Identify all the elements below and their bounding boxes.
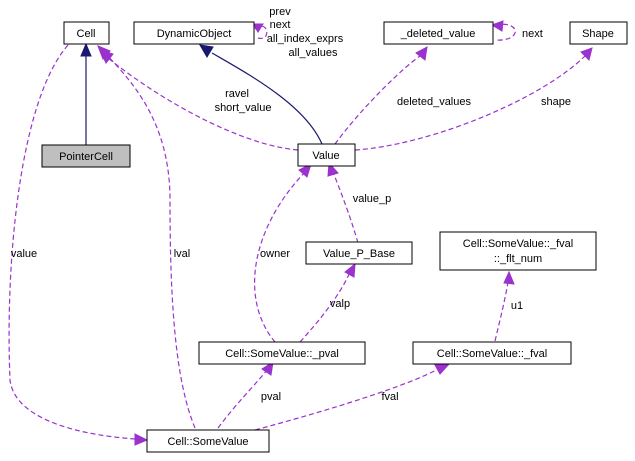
label-shape: shape bbox=[541, 96, 571, 108]
label-self-deleted-next: next bbox=[522, 28, 543, 40]
node-some-value[interactable]: Cell::SomeValue bbox=[146, 429, 270, 453]
arrowhead-shape bbox=[580, 47, 593, 61]
node-value-p-base[interactable]: Value_P_Base bbox=[305, 241, 413, 265]
label-lval: lval bbox=[174, 248, 191, 260]
node-some-value-label: Cell::SomeValue bbox=[167, 436, 248, 448]
label-self-dynobj-next: next bbox=[270, 19, 291, 31]
edge-value-deleted bbox=[334, 55, 421, 145]
label-fval: fval bbox=[381, 391, 398, 403]
node-value-p-base-label: Value_P_Base bbox=[323, 248, 395, 260]
node-pointer-cell-label: PointerCell bbox=[59, 151, 113, 163]
node-shape-label: Shape bbox=[582, 28, 614, 40]
node-fval-flt-num[interactable]: Cell::SomeValue::_fval ::_flt_num bbox=[439, 231, 597, 271]
label-pval: pval bbox=[261, 391, 281, 403]
arrowhead-deleted-self bbox=[490, 20, 504, 32]
node-cell-label: Cell bbox=[77, 28, 96, 40]
label-value-p: value_p bbox=[353, 193, 392, 205]
edge-value-cell bbox=[107, 57, 299, 151]
label-short-value: short_value bbox=[215, 102, 272, 114]
edge-fval-fltnum bbox=[494, 281, 509, 342]
node-pval[interactable]: Cell::SomeValue::_pval bbox=[198, 341, 366, 365]
edge-somevalue-cell bbox=[105, 53, 196, 429]
node-pval-label: Cell::SomeValue::_pval bbox=[225, 348, 339, 360]
node-fval[interactable]: Cell::SomeValue::_fval bbox=[412, 341, 572, 365]
label-deleted-values: deleted_values bbox=[397, 96, 472, 108]
arrowhead-value-from-pval bbox=[298, 163, 312, 178]
arrowhead-pval bbox=[261, 360, 274, 376]
edge-somevalue-fval bbox=[254, 367, 441, 431]
node-cell[interactable]: Cell bbox=[63, 21, 110, 45]
node-value-label: Value bbox=[312, 150, 339, 162]
label-value: value bbox=[11, 248, 37, 260]
edge-pval-value bbox=[254, 171, 306, 343]
edge-cell-somevalue bbox=[8, 44, 136, 440]
arrowhead-deleted-from-value bbox=[415, 46, 428, 61]
label-self-dynobj-index: all_index_exprs bbox=[267, 33, 344, 45]
arrowhead-dynobj-inherit bbox=[199, 44, 214, 58]
label-valp: valp bbox=[330, 298, 350, 310]
arrowhead-somevalue bbox=[134, 433, 149, 446]
label-self-dynobj-prev: prev bbox=[269, 6, 291, 18]
arrowhead-cell-from-somevalue bbox=[97, 45, 111, 60]
label-self-dynobj-values: all_values bbox=[289, 47, 338, 59]
label-u1: u1 bbox=[511, 300, 523, 312]
edge-value-shape bbox=[354, 55, 586, 151]
node-fval-label: Cell::SomeValue::_fval bbox=[437, 348, 547, 360]
node-fval-flt-num-label-1: Cell::SomeValue::_fval bbox=[463, 238, 573, 250]
label-owner: owner bbox=[260, 248, 290, 260]
arrowhead-fltnum bbox=[503, 270, 515, 285]
edge-deleted-self bbox=[494, 23, 516, 41]
edge-somevalue-pval bbox=[217, 369, 268, 429]
arrowhead-pbase bbox=[344, 262, 356, 278]
node-dynamic-object[interactable]: DynamicObject bbox=[133, 21, 255, 45]
node-dynamic-object-label: DynamicObject bbox=[157, 28, 232, 40]
node-deleted-value[interactable]: _deleted_value bbox=[383, 21, 494, 45]
node-fval-flt-num-label-2: ::_flt_num bbox=[494, 253, 542, 265]
arrowhead-fval bbox=[434, 363, 451, 375]
arrowhead-dynobj-self bbox=[252, 23, 264, 33]
label-ravel: ravel bbox=[225, 88, 249, 100]
edge-pval-valuepbase bbox=[299, 271, 351, 343]
node-deleted-value-label: _deleted_value bbox=[400, 28, 476, 40]
node-value[interactable]: Value bbox=[297, 143, 356, 167]
arrowhead-cell-inherit bbox=[80, 42, 92, 57]
node-shape[interactable]: Shape bbox=[569, 21, 628, 45]
node-pointer-cell[interactable]: PointerCell bbox=[41, 144, 131, 168]
edge-valuepbase-value bbox=[332, 171, 359, 244]
edge-value-dynamicobject bbox=[211, 52, 323, 145]
